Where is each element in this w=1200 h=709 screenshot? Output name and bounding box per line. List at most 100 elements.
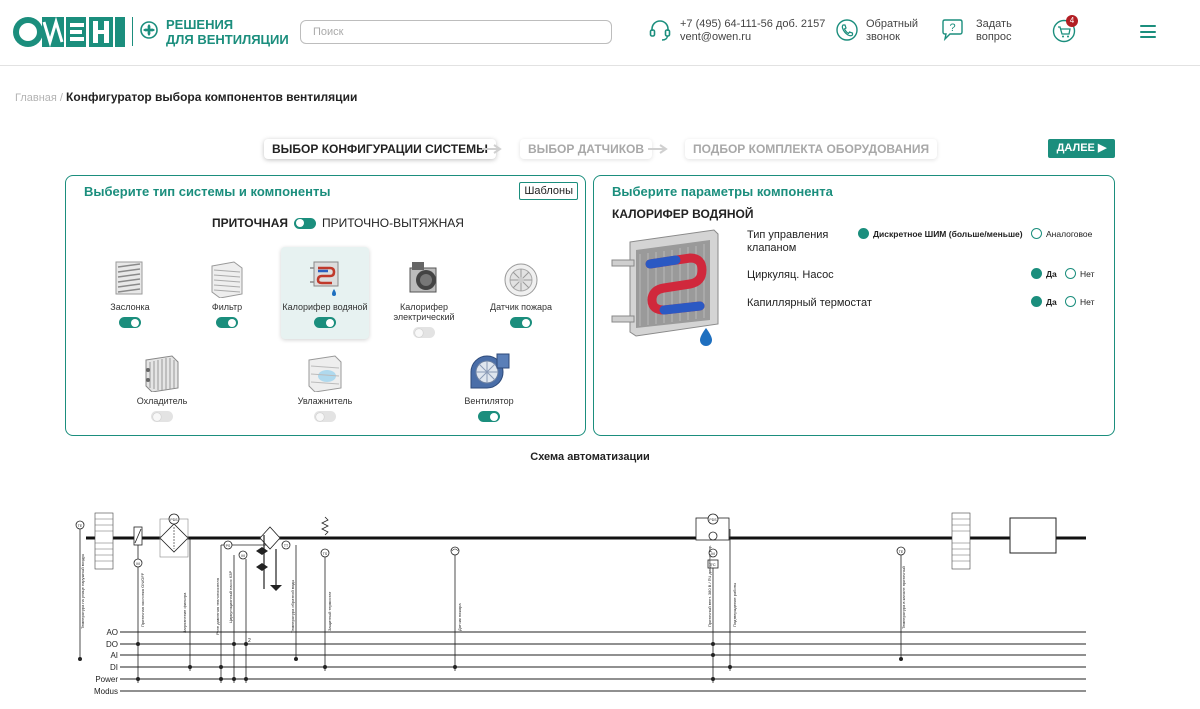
owen-logo[interactable] [12, 16, 127, 48]
component-electric-heater-toggle[interactable] [413, 327, 435, 338]
label-duct-temp: Температура в канале приточный [901, 566, 906, 629]
fan-icon [140, 21, 158, 39]
system-type-toggle[interactable] [294, 217, 317, 229]
param-capillary-thermostat: Капиллярный термостат [747, 297, 872, 309]
breadcrumb-home[interactable]: Главная [15, 92, 57, 104]
fan-unit-icon [470, 353, 510, 389]
tag-m-pump: M [241, 553, 244, 558]
option-discrete-pwm-label[interactable]: Дискретное ШИМ (больше/меньше) [873, 228, 1023, 239]
next-button[interactable]: ДАЛЕЕ ▶ [1048, 139, 1115, 158]
radio-thermostat-yes[interactable] [1031, 296, 1042, 307]
breadcrumb: Главная / Конфигуратор выбора компоненто… [15, 90, 357, 104]
breadcrumb-current: Конфигуратор выбора компонентов вентиляц… [66, 90, 358, 104]
system-panel-title: Выберите тип системы и компоненты [84, 184, 331, 199]
component-electric-heater[interactable]: Калорифер электрический [380, 254, 468, 343]
component-cooler-label: Охладитель [136, 396, 188, 406]
automation-diagram: AO DO AI DI Power Modus TE Температура н… [75, 512, 1086, 696]
menu-icon[interactable] [1140, 25, 1156, 38]
component-fan[interactable]: Вентилятор [445, 348, 533, 427]
component-water-heater-toggle[interactable] [314, 317, 336, 328]
component-humidifier-label: Увлажнитель [297, 396, 353, 406]
radio-discrete-pwm[interactable] [858, 228, 869, 239]
component-humidifier[interactable]: Увлажнитель [281, 348, 369, 427]
logo-separator [132, 17, 133, 46]
component-fire-sensor[interactable]: Датчик пожара [477, 254, 565, 333]
option-thermostat-yes-label[interactable]: Да [1046, 296, 1057, 307]
option-pump-no-label[interactable]: Нет [1080, 268, 1095, 279]
option-thermostat-no[interactable]: Нет [1065, 296, 1094, 307]
component-humidifier-toggle[interactable] [314, 411, 336, 422]
component-filter[interactable]: Фильтр [183, 254, 271, 333]
phone-number[interactable]: +7 (495) 64-111-56 доб. 2157 [680, 18, 826, 30]
system-supply-exhaust-label[interactable]: ПРИТОЧНО-ВЫТЯЖНАЯ [322, 216, 464, 230]
brand-subtitle[interactable]: РЕШЕНИЯ ДЛЯ ВЕНТИЛЯЦИИ [166, 17, 289, 47]
ask-question-link[interactable]: ? Задать вопрос [940, 18, 1012, 44]
bus-label-modus: Modus [94, 687, 118, 696]
schema-title: Схема автоматизации [530, 451, 650, 463]
option-thermostat-no-label[interactable]: Нет [1080, 296, 1095, 307]
humidifier-icon [308, 355, 342, 392]
component-damper-toggle[interactable] [119, 317, 141, 328]
tag-te-duct: TE [899, 550, 904, 554]
component-water-heater[interactable]: Калорифер водяной [281, 247, 369, 339]
component-filter-label: Фильтр [211, 302, 243, 312]
param-valve-control: Тип управления клапаном [747, 229, 828, 255]
component-cooler[interactable]: Охладитель [118, 348, 206, 427]
tag-m-damper: M [136, 561, 139, 566]
option-discrete-pwm[interactable]: Дискретное ШИМ (больше/меньше) [858, 228, 1023, 239]
contacts[interactable]: +7 (495) 64-111-56 доб. 2157 vent@owen.r… [648, 18, 825, 44]
email-link[interactable]: vent@owen.ru [680, 31, 752, 43]
label-outdoor-temp: Температура на улице наружный воздух [80, 554, 85, 629]
label-fire-sensor: Датчик пожара [457, 603, 462, 631]
fire-sensor-icon [504, 263, 538, 297]
option-analog[interactable]: Аналоговое [1031, 228, 1092, 239]
component-cooler-toggle[interactable] [151, 411, 173, 422]
svg-text:?: ? [950, 22, 956, 34]
component-fan-toggle[interactable] [478, 411, 500, 422]
water-heater-image [611, 229, 719, 346]
component-fire-sensor-label: Датчик пожара [490, 302, 552, 312]
water-heater-icon [310, 261, 339, 296]
component-filter-toggle[interactable] [216, 317, 238, 328]
bus-tap-number: 2 [248, 638, 251, 644]
tag-ts: TS [323, 552, 328, 556]
step-system-config[interactable]: Выбор конфигурации системы [264, 139, 496, 159]
params-panel-title: Выберите параметры компонента [612, 184, 833, 199]
component-electric-heater-label: Калорифер электрический [393, 302, 455, 322]
option-thermostat-yes[interactable]: Да [1031, 296, 1057, 307]
component-fan-label: Вентилятор [464, 396, 514, 406]
param-circulation-pump: Циркуляц. Насос [747, 269, 834, 281]
option-pump-yes[interactable]: Да [1031, 268, 1057, 279]
headset-icon [649, 20, 671, 41]
system-type-switch[interactable]: ПРИТОЧНАЯ ПРИТОЧНО-ВЫТЯЖНАЯ [212, 216, 464, 230]
bus-label-di: DI [110, 663, 118, 672]
option-pump-no[interactable]: Нет [1065, 268, 1094, 279]
label-supply-damper: Приточная заслонка ON/OFF [140, 572, 145, 627]
bus-label-power: Power [95, 675, 118, 684]
label-circ-pump: Циркуляционный насос КЗР [228, 570, 233, 623]
electric-heater-icon [409, 262, 437, 293]
tag-fc: FC [710, 562, 715, 567]
label-frost-thermostat: Защитный термостат [327, 591, 332, 631]
search-input[interactable] [300, 20, 612, 44]
cart-count-badge: 4 [1066, 15, 1078, 27]
param-valve-label-line1: Тип управления [747, 229, 829, 241]
label-return-temp: Температура обратной воды [290, 580, 295, 633]
system-supply-label[interactable]: ПРИТОЧНАЯ [212, 216, 289, 230]
callback-link[interactable]: Обратный звонок [836, 18, 918, 44]
radio-thermostat-no[interactable] [1065, 296, 1076, 307]
radio-analog[interactable] [1031, 228, 1042, 239]
radio-pump-yes[interactable] [1031, 268, 1042, 279]
option-pump-yes-label[interactable]: Да [1046, 268, 1057, 279]
component-fire-sensor-toggle[interactable] [510, 317, 532, 328]
component-damper[interactable]: Заслонка [86, 254, 174, 333]
templates-button[interactable]: Шаблоны [519, 182, 578, 200]
step-equipment-kit[interactable]: Подбор комплекта оборудования [685, 139, 938, 159]
radio-pump-no[interactable] [1065, 268, 1076, 279]
ask-line2: вопрос [976, 31, 1012, 43]
option-analog-label[interactable]: Аналоговое [1046, 228, 1093, 239]
tag-te-outdoor: TE [78, 524, 83, 528]
cart-icon[interactable] [1052, 18, 1076, 44]
callback-line1: Обратный [866, 18, 919, 30]
step-sensors[interactable]: Выбор датчиков [520, 139, 653, 159]
